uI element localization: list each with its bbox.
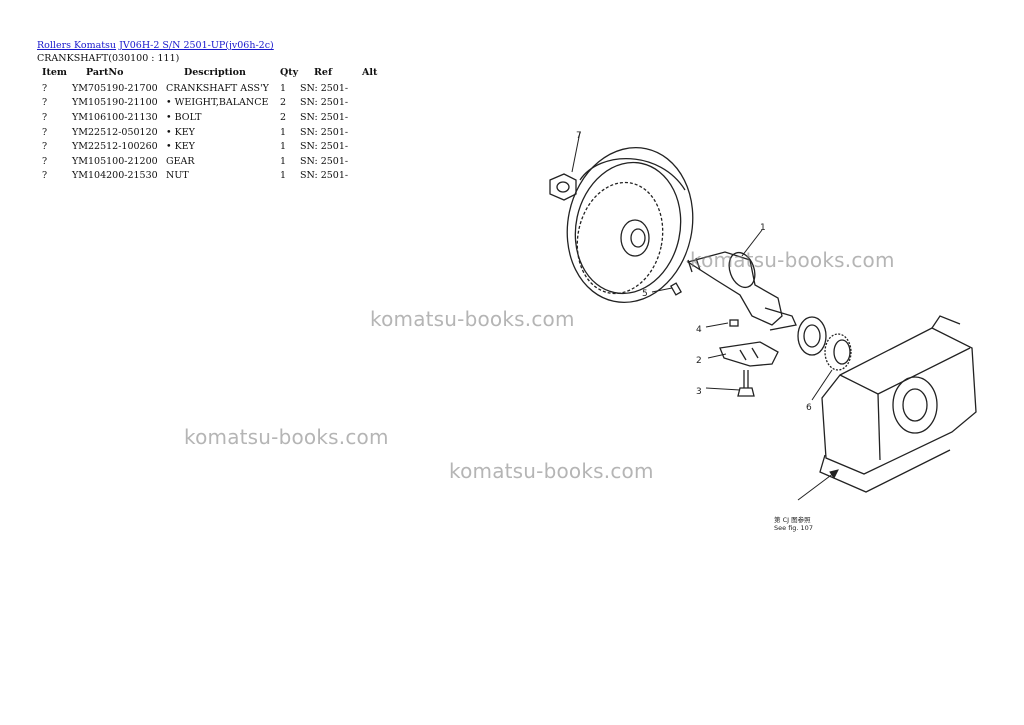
parts-table: Item PartNo Description Qty Ref Alt ? YM… xyxy=(37,66,382,183)
cell-ref: SN: 2501- xyxy=(300,141,349,153)
callout-4: 4 xyxy=(696,325,702,335)
cell-qty: 2 xyxy=(280,111,287,123)
cell-alt xyxy=(362,96,382,111)
table-row: ? YM22512-100260 • KEY 1 SN: 2501- xyxy=(37,139,382,154)
cell-partno: YM106100-21130 xyxy=(72,111,158,123)
cell-alt xyxy=(362,154,382,169)
table-row: ? YM22512-050120 • KEY 1 SN: 2501- xyxy=(37,125,382,140)
callout-6: 6 xyxy=(806,403,812,413)
watermark: komatsu-books.com xyxy=(184,425,389,449)
page-subtitle: CRANKSHAFT(030100 : 111) xyxy=(37,53,180,64)
cell-qty: 2 xyxy=(280,97,287,109)
key-long-drawing xyxy=(670,282,682,296)
table-row: ? YM105190-21100 • WEIGHT,BALANCE 2 SN: … xyxy=(37,96,382,111)
nut-drawing xyxy=(549,173,577,201)
col-partno: PartNo xyxy=(86,67,124,78)
watermark: komatsu-books.com xyxy=(690,248,895,272)
cell-alt xyxy=(362,139,382,154)
callout-2: 2 xyxy=(696,356,702,366)
cell-item: ? xyxy=(42,141,48,153)
watermark: komatsu-books.com xyxy=(449,459,654,483)
gear-drawing xyxy=(824,333,852,371)
col-description: Description xyxy=(184,67,246,78)
cell-ref: SN: 2501- xyxy=(300,126,349,138)
table-row: ? YM105100-21200 GEAR 1 SN: 2501- xyxy=(37,154,382,169)
cell-description: • BOLT xyxy=(166,111,202,123)
cell-partno: YM105100-21200 xyxy=(72,155,158,167)
cell-alt xyxy=(362,81,382,96)
page-header: Rollers Komatsu JV06H-2 S/N 2501-UP(jv06… xyxy=(37,39,274,65)
cell-ref: SN: 2501- xyxy=(300,82,349,94)
callout-1: 1 xyxy=(760,223,766,233)
cell-description: • KEY xyxy=(166,126,195,138)
cell-description: • KEY xyxy=(166,141,195,153)
cell-item: ? xyxy=(42,170,48,182)
balance-weight-drawing xyxy=(719,341,779,367)
cell-partno: YM22512-050120 xyxy=(72,126,158,138)
col-qty: Qty xyxy=(280,67,299,78)
cell-item: ? xyxy=(42,97,48,109)
cell-description: GEAR xyxy=(166,155,195,167)
cell-item: ? xyxy=(42,155,48,167)
cell-description: CRANKSHAFT ASS'Y xyxy=(166,82,269,94)
callout-3: 3 xyxy=(696,387,702,397)
flywheel-drawing xyxy=(566,146,694,304)
col-ref: Ref xyxy=(314,67,333,78)
watermark: komatsu-books.com xyxy=(370,307,575,331)
table-row: ? YM106100-21130 • BOLT 2 SN: 2501- xyxy=(37,110,382,125)
cell-partno: YM105190-21100 xyxy=(72,97,158,109)
cell-ref: SN: 2501- xyxy=(300,155,349,167)
fig-ref-line2: See fig. 107 xyxy=(774,524,813,532)
cell-alt xyxy=(362,169,382,184)
cell-item: ? xyxy=(42,111,48,123)
cell-ref: SN: 2501- xyxy=(300,97,349,109)
cell-partno: YM22512-100260 xyxy=(72,141,158,153)
cell-ref: SN: 2501- xyxy=(300,170,349,182)
cell-description: • WEIGHT,BALANCE xyxy=(166,97,269,109)
parts-table-body: ? YM705190-21700 CRANKSHAFT ASS'Y 1 SN: … xyxy=(37,81,382,183)
cell-qty: 1 xyxy=(280,126,287,138)
cell-partno: YM705190-21700 xyxy=(72,82,158,94)
crankshaft-drawing xyxy=(686,251,797,331)
cell-alt xyxy=(362,110,382,125)
col-item: Item xyxy=(42,67,67,78)
leader-lines xyxy=(571,131,839,501)
callout-5: 5 xyxy=(642,289,648,299)
breadcrumb-link-rollers[interactable]: Rollers Komatsu xyxy=(37,40,117,51)
cell-item: ? xyxy=(42,126,48,138)
cell-ref: SN: 2501- xyxy=(300,111,349,123)
crankshaft-exploded-diagram: 1 2 3 4 5 6 7 第 CJ 图参照 See fig. 107 xyxy=(549,131,977,532)
bearing-drawing xyxy=(797,316,827,356)
bolt-drawing xyxy=(737,370,755,397)
cell-item: ? xyxy=(42,82,48,94)
cell-partno: YM104200-21530 xyxy=(72,170,158,182)
cell-qty: 1 xyxy=(280,155,287,167)
fig-ref-line1: 第 CJ 图参照 xyxy=(774,515,811,524)
cell-description: NUT xyxy=(166,170,189,182)
key-small-drawing xyxy=(729,319,739,327)
engine-housing-drawing xyxy=(819,315,977,493)
table-header-row: Item PartNo Description Qty Ref Alt xyxy=(37,66,382,81)
cell-qty: 1 xyxy=(280,170,287,182)
col-alt: Alt xyxy=(362,67,378,78)
breadcrumb: Rollers Komatsu JV06H-2 S/N 2501-UP(jv06… xyxy=(37,39,274,52)
callout-7: 7 xyxy=(576,131,582,141)
cell-alt xyxy=(362,125,382,140)
table-row: ? YM104200-21530 NUT 1 SN: 2501- xyxy=(37,169,382,184)
breadcrumb-link-model[interactable]: JV06H-2 S/N 2501-UP(jv06h-2c) xyxy=(119,40,274,51)
table-row: ? YM705190-21700 CRANKSHAFT ASS'Y 1 SN: … xyxy=(37,81,382,96)
cell-qty: 1 xyxy=(280,141,287,153)
cell-qty: 1 xyxy=(280,82,287,94)
